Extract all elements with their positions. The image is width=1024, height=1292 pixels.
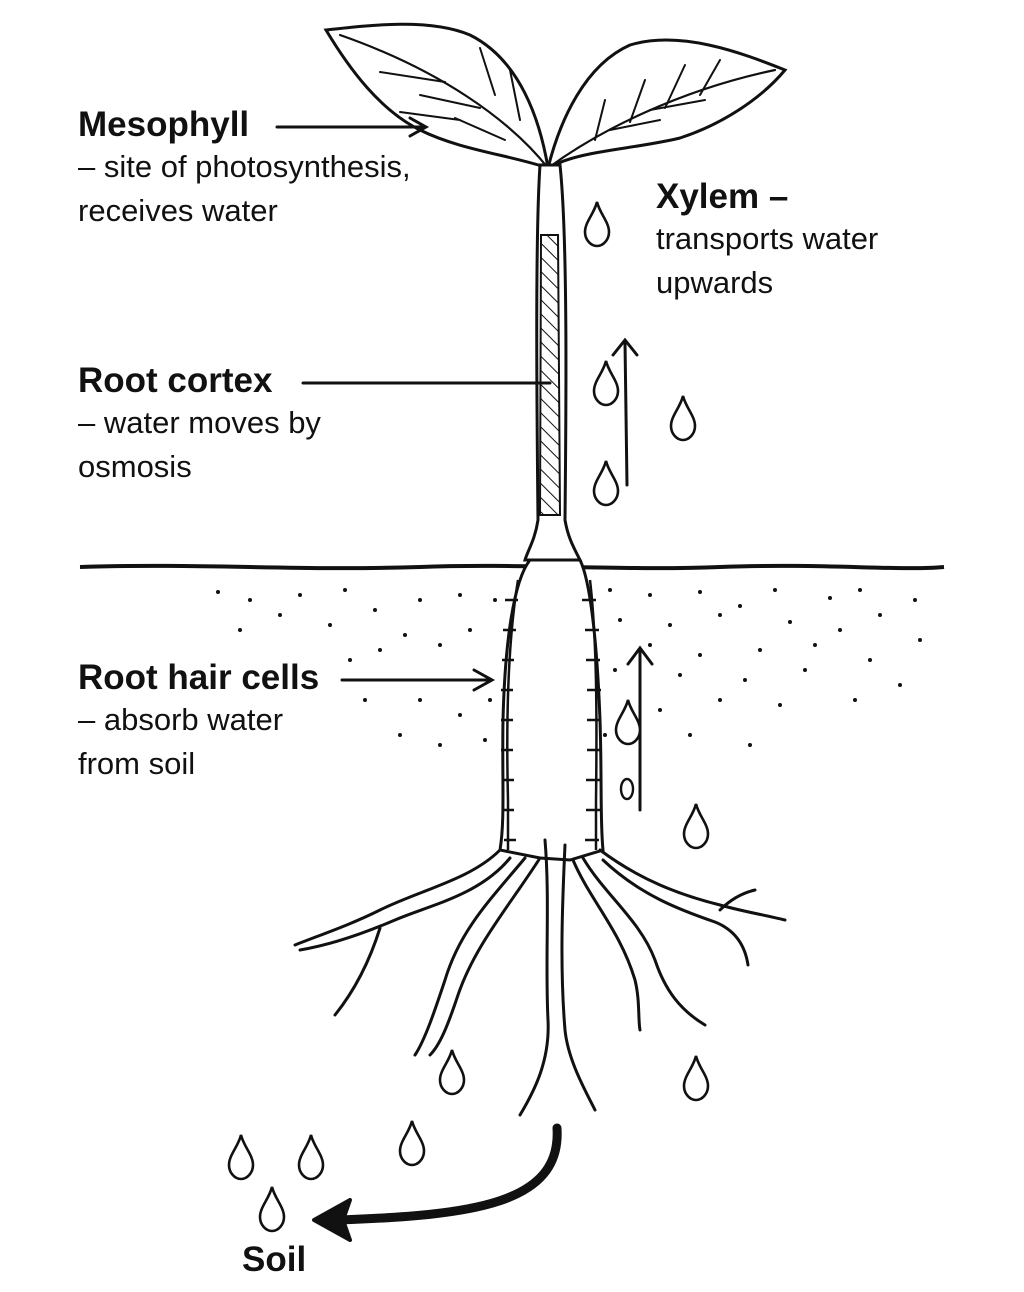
lateral-roots: [293, 838, 787, 1117]
xylem-desc-line1: transports water: [656, 221, 879, 256]
mesophyll-desc-line1: – site of photosynthesis,: [78, 149, 411, 184]
root-cortex-desc-line2: osmosis: [78, 449, 192, 484]
water-drops: [227, 200, 710, 1233]
root-hair-cells-desc-line1: – absorb water: [78, 702, 284, 737]
main-root: [498, 558, 605, 862]
root-hair-cells-right: [582, 598, 601, 842]
leader-lines: [275, 116, 552, 692]
root-cortex-desc-line1: – water moves by: [78, 405, 321, 440]
root-hair-cells-label: Root hair cells – absorb water from soil: [78, 658, 319, 786]
xylem-hatching: [538, 234, 562, 516]
soil-label: Soil: [242, 1240, 307, 1279]
right-leaf: [545, 38, 788, 172]
root-cortex-title: Root cortex: [78, 361, 273, 400]
mesophyll-desc-line2: receives water: [78, 193, 278, 228]
xylem-desc-line2: upwards: [656, 265, 774, 300]
mesophyll-title: Mesophyll: [78, 105, 250, 144]
ground-line: [79, 563, 945, 571]
root-hair-cells-left: [501, 598, 518, 842]
left-leaf: [323, 22, 550, 171]
soil-arrow: [312, 1123, 562, 1242]
soil-particles: [216, 588, 922, 747]
xylem-label: Xylem – transports water upwards: [656, 177, 878, 305]
mesophyll-label: Mesophyll – site of photosynthesis, rece…: [78, 105, 411, 233]
root-cortex-label: Root cortex – water moves by osmosis: [78, 361, 321, 489]
root-hair-cells-title: Root hair cells: [78, 658, 320, 697]
stem: [522, 163, 583, 562]
root-hair-cells-desc-line2: from soil: [78, 746, 196, 781]
xylem-title: Xylem –: [656, 177, 789, 216]
